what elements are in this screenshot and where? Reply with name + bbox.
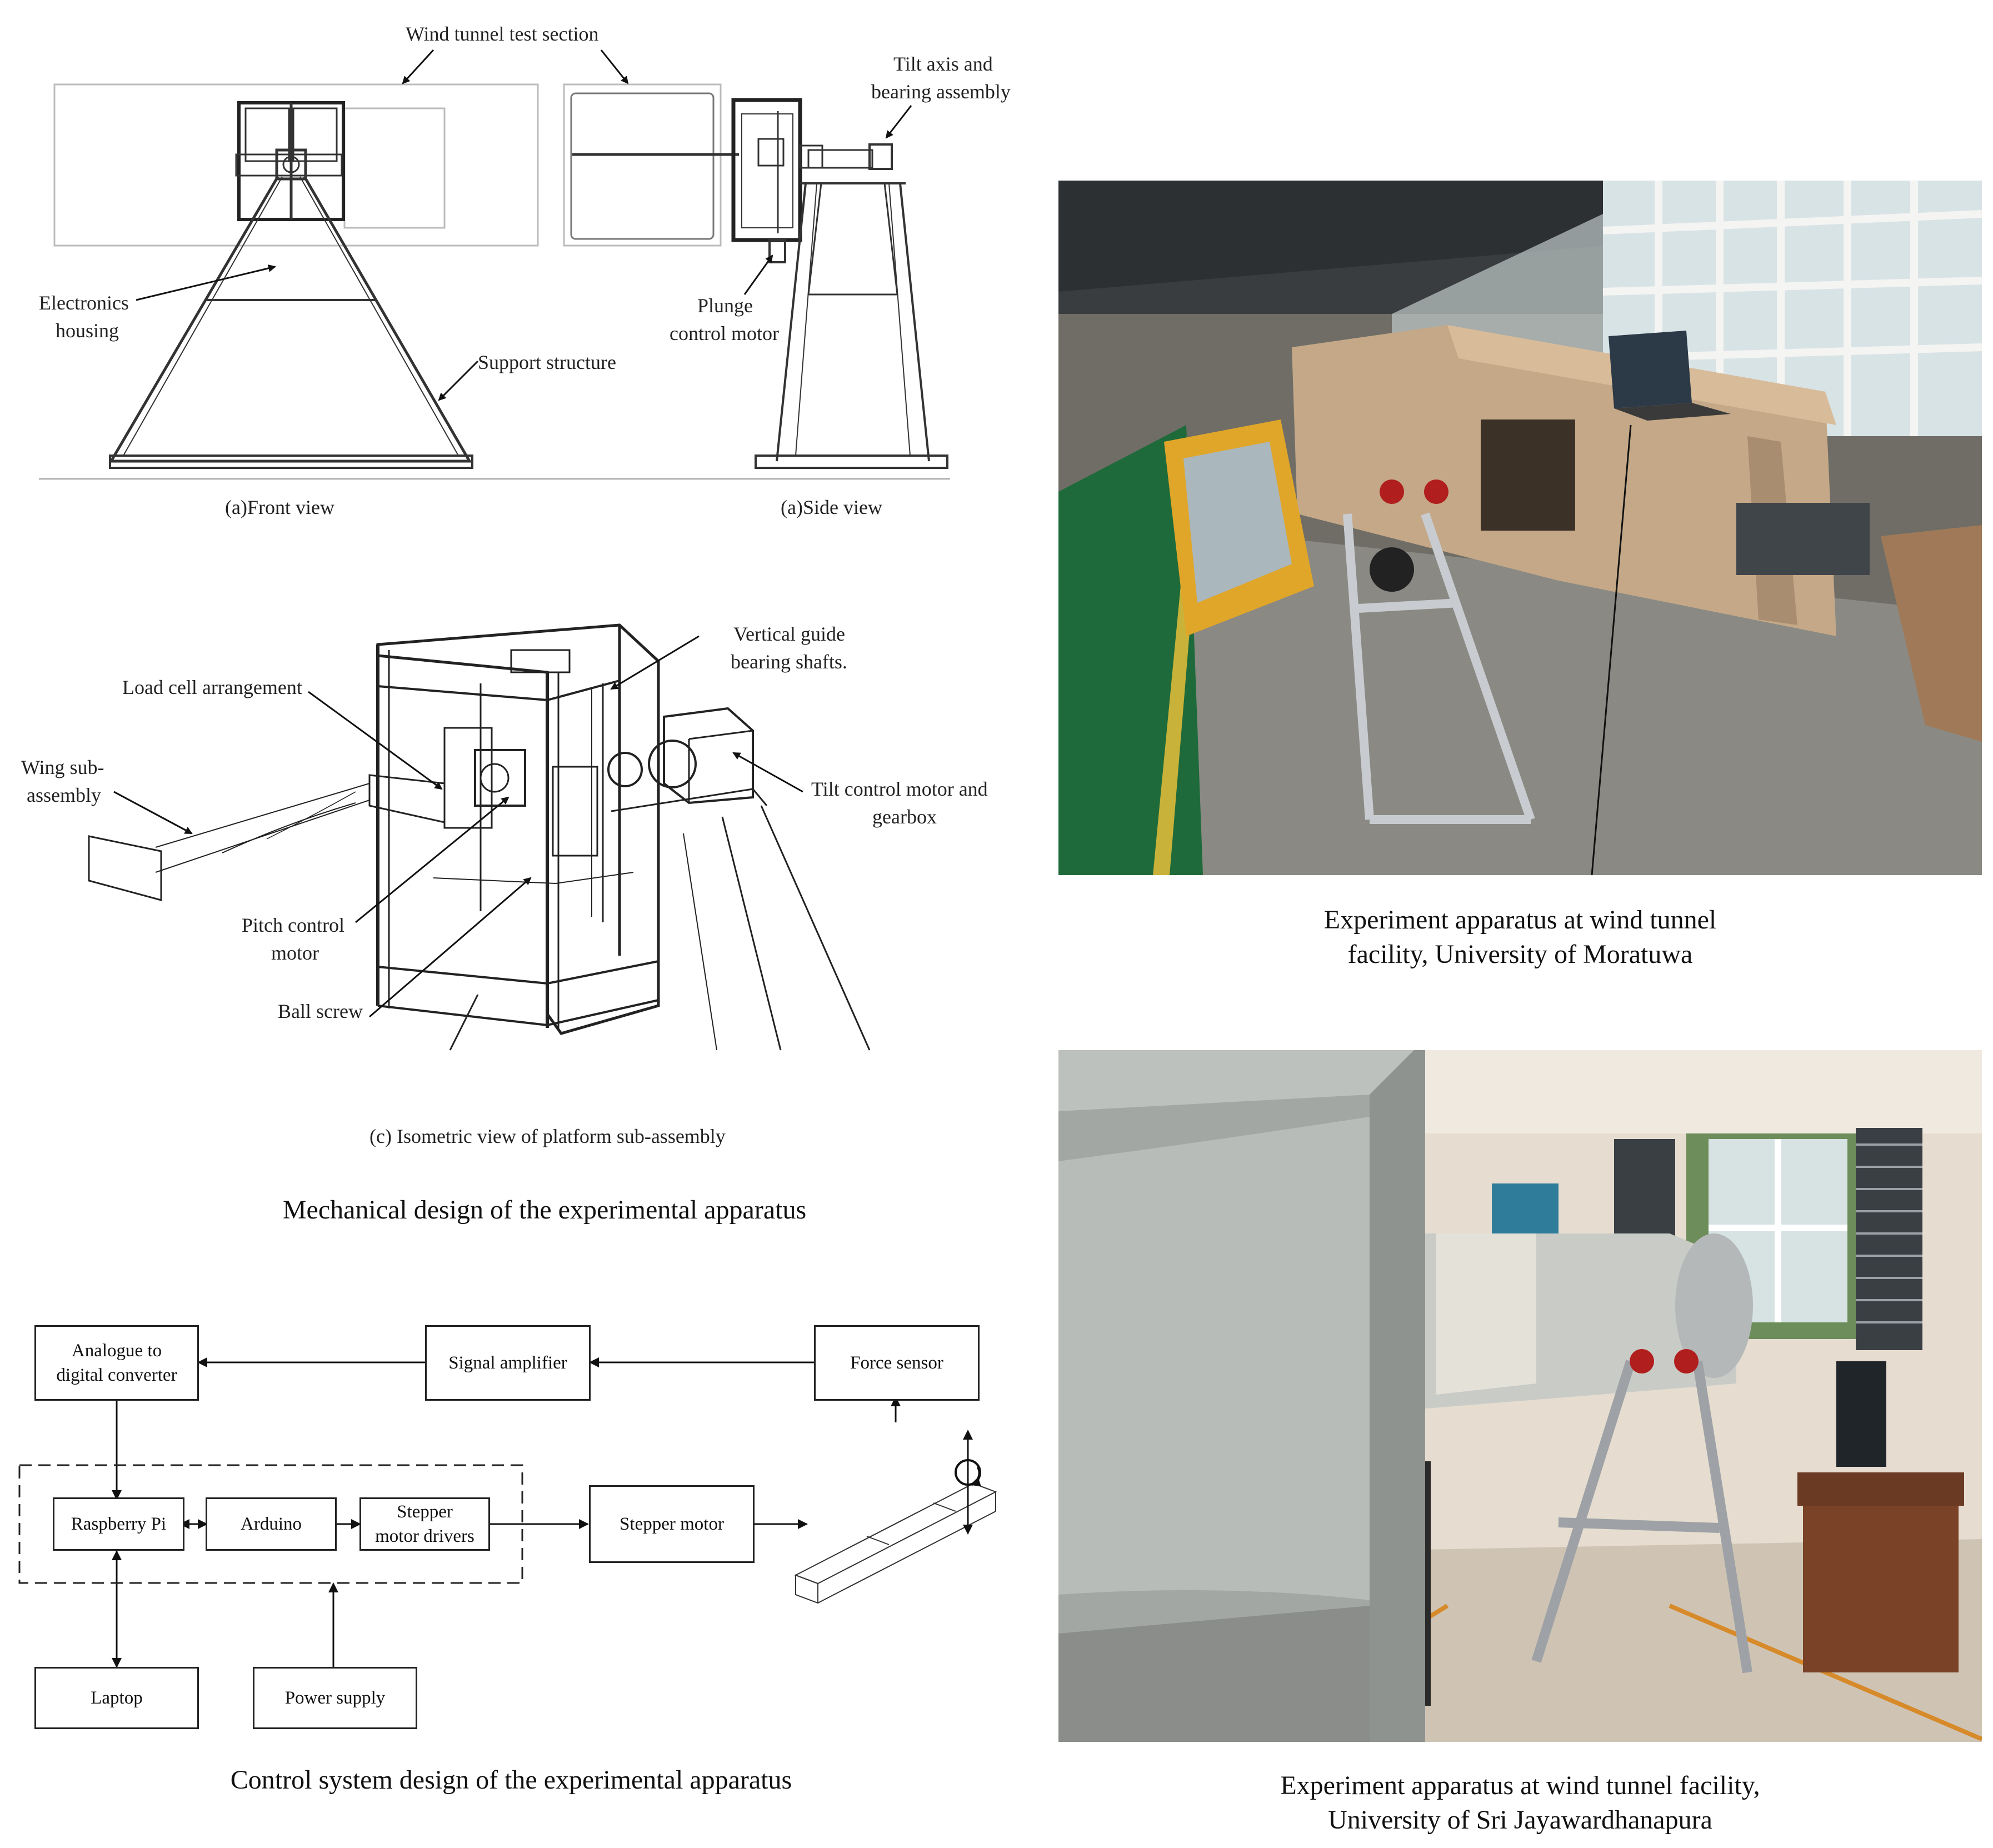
laptop-box: Laptop (34, 1667, 199, 1729)
label-pitch-line2: motor (271, 942, 319, 964)
label-ball-screw: Ball screw (278, 1000, 363, 1022)
label-support-structure: Support structure (478, 351, 616, 373)
raspberry-pi-label: Raspberry Pi (71, 1514, 167, 1534)
adc-label-line1: Analogue to (71, 1341, 162, 1361)
raspberry-pi-box: Raspberry Pi (53, 1497, 184, 1551)
photo-moratuwa-wind-tunnel (1058, 181, 1982, 875)
label-side-view: (a)Side view (781, 496, 882, 518)
control-connectors (112, 1357, 901, 1668)
isometric-drawing (88, 623, 871, 1051)
power-supply-label: Power supply (284, 1688, 386, 1708)
label-load-cell: Load cell arrangement (122, 676, 302, 698)
force-sensor-box: Force sensor (814, 1325, 980, 1401)
label-wind-tunnel-test-section: Wind tunnel test section (406, 23, 599, 45)
sjp-caption-line2: University of Sri Jayawardhanapura (1328, 1805, 1712, 1835)
force-sensor-label: Force sensor (850, 1353, 943, 1373)
label-tilt-axis-line1: Tilt axis and (893, 53, 993, 75)
control-wing-sketch (794, 1482, 997, 1604)
front-view-drawing (39, 83, 950, 480)
label-pitch-line1: Pitch control (242, 914, 344, 936)
arduino-box: Arduino (206, 1497, 337, 1551)
adc-label-line2: digital converter (56, 1365, 177, 1385)
stepper-drivers-box: Stepper motor drivers (359, 1497, 490, 1551)
adc-box: Analogue to digital converter (34, 1325, 199, 1401)
moratuwa-caption-line1: Experiment apparatus at wind tunnel (1323, 905, 1717, 935)
photo-sjp-illustration (1058, 1050, 1982, 1742)
label-isometric-caption: (c) Isometric view of platform sub-assem… (369, 1125, 726, 1147)
moratuwa-caption-line2: facility, University of Moratuwa (1347, 940, 1693, 969)
side-view-drawing (563, 83, 948, 469)
mechanical-leader-lines (113, 49, 912, 1018)
photo-sjp-wind-tunnel (1058, 1050, 1982, 1742)
laptop-label: Laptop (91, 1688, 143, 1708)
label-plunge-line1: Plunge (697, 294, 753, 317)
stepper-drivers-line1: Stepper (397, 1502, 453, 1522)
label-front-view: (a)Front view (225, 496, 334, 518)
mechanical-caption: Mechanical design of the experimental ap… (282, 1195, 807, 1225)
label-wing-line2: assembly (27, 784, 101, 806)
label-vertical-guide-line1: Vertical guide (733, 623, 845, 645)
photo-moratuwa-illustration (1058, 181, 1982, 875)
control-caption: Control system design of the experimenta… (230, 1765, 792, 1795)
signal-amplifier-box: Signal amplifier (425, 1325, 591, 1401)
stepper-motor-box: Stepper motor (589, 1485, 755, 1563)
sjp-caption-line1: Experiment apparatus at wind tunnel faci… (1280, 1771, 1760, 1800)
label-plunge-line2: control motor (670, 322, 779, 344)
label-tilt-control-line1: Tilt control motor and (811, 778, 988, 800)
label-electronics-line2: housing (56, 319, 119, 342)
control-dashed-group (18, 1464, 523, 1584)
motion-arrows-icon (955, 1430, 982, 1535)
label-tilt-axis-line2: bearing assembly (871, 81, 1011, 103)
label-vertical-guide-line2: bearing shafts. (731, 651, 847, 673)
power-supply-box: Power supply (253, 1667, 417, 1729)
signal-amplifier-label: Signal amplifier (448, 1353, 567, 1373)
label-wing-line1: Wing sub- (21, 756, 104, 778)
label-electronics-line1: Electronics (39, 292, 129, 314)
stepper-motor-label: Stepper motor (620, 1514, 724, 1534)
stepper-drivers-line2: motor drivers (375, 1526, 474, 1546)
label-tilt-control-line2: gearbox (872, 806, 937, 828)
arduino-label: Arduino (241, 1514, 302, 1534)
